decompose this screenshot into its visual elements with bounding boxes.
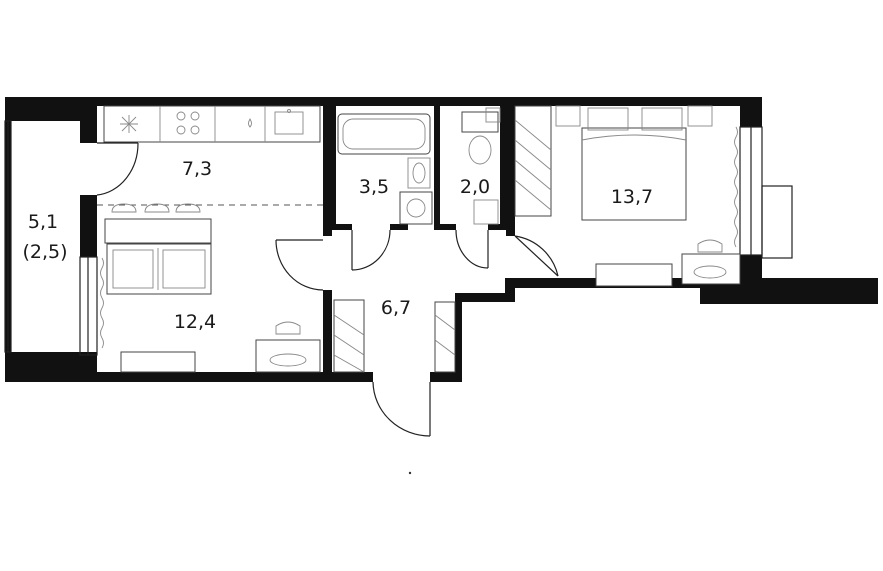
bathtub xyxy=(337,113,431,155)
kitchen-area: 7,3 xyxy=(182,158,212,180)
curtains xyxy=(100,126,738,349)
toilet-area: 2,0 xyxy=(460,176,490,198)
sink-icon xyxy=(274,109,304,135)
drop-icon xyxy=(248,118,252,128)
bedroom-desk xyxy=(681,239,741,285)
living-room-area: 12,4 xyxy=(174,311,216,333)
hall-wardrobe-right xyxy=(434,301,456,373)
fridge-icon xyxy=(120,115,138,133)
tv-stand xyxy=(120,351,196,373)
bath-sink xyxy=(407,157,431,189)
balcony-area: 5,1 xyxy=(28,211,58,233)
bathroom-area: 3,5 xyxy=(359,176,389,198)
doors xyxy=(96,142,559,437)
marker-dot xyxy=(408,471,412,475)
toilet-sink xyxy=(473,199,499,225)
wardrobe xyxy=(514,105,552,217)
hallway-area: 6,7 xyxy=(381,297,411,319)
desk xyxy=(255,321,321,373)
room-labels: 5,1 (2,5) 7,3 12,4 3,5 2,0 6,7 13,7 xyxy=(22,158,653,333)
bedroom-tv-stand xyxy=(595,263,673,287)
bedroom-area: 13,7 xyxy=(611,186,653,208)
sofa xyxy=(106,243,212,295)
bed xyxy=(555,105,713,221)
windows xyxy=(4,120,793,356)
balcony-area-secondary: (2,5) xyxy=(22,241,67,263)
hall-wardrobe-left xyxy=(333,299,365,373)
dining-table xyxy=(104,203,212,244)
kitchen-counter xyxy=(103,105,321,143)
washing-machine xyxy=(399,191,433,225)
stove-icon xyxy=(176,111,200,135)
toilet xyxy=(461,107,501,165)
